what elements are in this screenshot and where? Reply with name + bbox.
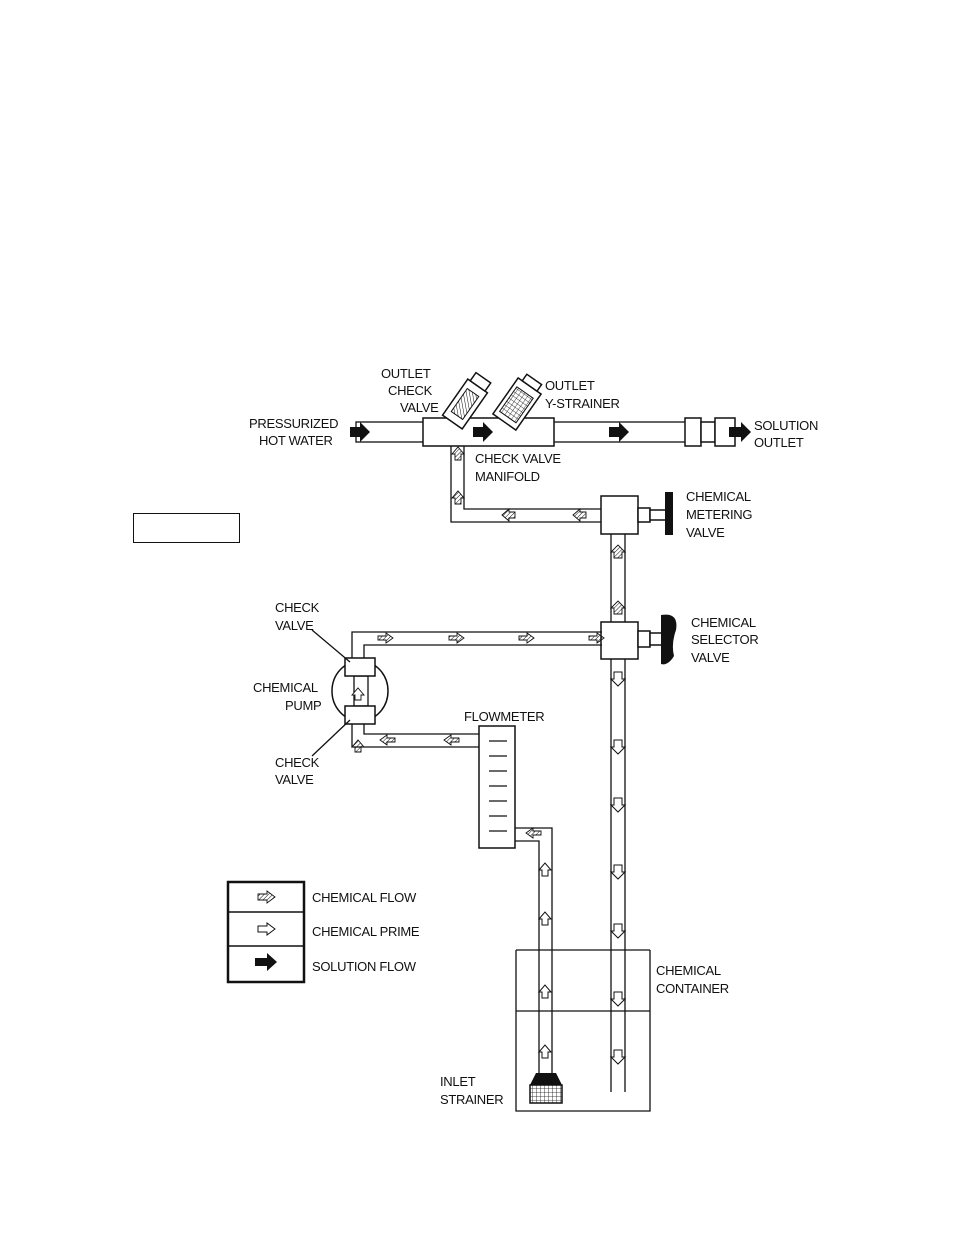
hatched-arrow-icon xyxy=(449,633,464,643)
label-outlet-check-valve-3: VALVE xyxy=(400,400,439,415)
outline-arrow-icon xyxy=(611,992,625,1006)
label-chemical-pump-2: PUMP xyxy=(285,698,321,713)
hatched-arrow-icon xyxy=(452,447,464,460)
outline-arrow-icon xyxy=(611,1050,625,1064)
labels: PRESSURIZED HOT WATER OUTLET CHECK VALVE… xyxy=(249,366,818,1107)
pump-suction-line xyxy=(352,724,480,747)
label-pressurized-hot-water-1: PRESSURIZED xyxy=(249,416,338,431)
inlet-strainer xyxy=(530,1073,562,1103)
label-chemical-selector-valve-3: VALVE xyxy=(691,650,730,665)
legend-label-solution-flow: SOLUTION FLOW xyxy=(312,959,417,974)
hatched-arrow-icon xyxy=(526,828,541,838)
hatched-arrow-icon xyxy=(611,601,625,614)
label-check-valve-manifold-1: CHECK VALVE xyxy=(475,451,561,466)
label-check-valve-bottom-2: VALVE xyxy=(275,772,314,787)
hatched-arrow-icon xyxy=(611,545,625,558)
chemical-metering-valve xyxy=(601,492,673,535)
outline-arrow-icon xyxy=(611,740,625,754)
label-outlet-y-strainer-1: OUTLET xyxy=(545,378,595,393)
legend: CHEMICAL FLOW CHEMICAL PRIME SOLUTION FL… xyxy=(228,882,420,982)
main-vertical-line xyxy=(611,534,625,1092)
label-check-valve-top-1: CHECK xyxy=(275,600,320,615)
label-check-valve-bottom-1: CHECK xyxy=(275,755,320,770)
hatched-arrow-icon xyxy=(452,491,464,504)
hatched-arrow-icon xyxy=(502,509,515,521)
label-flowmeter: FLOWMETER xyxy=(464,709,544,724)
label-solution-outlet-2: OUTLET xyxy=(754,435,804,450)
label-chemical-container-2: CONTAINER xyxy=(656,981,729,996)
outline-arrow-icon xyxy=(611,924,625,938)
label-outlet-y-strainer-2: Y-STRAINER xyxy=(545,396,620,411)
label-check-valve-top-2: VALVE xyxy=(275,618,314,633)
outline-arrow-icon xyxy=(539,863,551,876)
label-chemical-container-1: CHEMICAL xyxy=(656,963,721,978)
label-chemical-pump-1: CHEMICAL xyxy=(253,680,318,695)
legend-label-chemical-flow: CHEMICAL FLOW xyxy=(312,890,417,905)
label-chemical-metering-valve-1: CHEMICAL xyxy=(686,489,751,504)
check-valve-top xyxy=(345,658,375,676)
hatched-arrow-icon xyxy=(573,509,586,521)
label-check-valve-manifold-2: MANIFOLD xyxy=(475,469,540,484)
hatched-arrow-icon xyxy=(378,633,393,643)
chemical-selector-valve xyxy=(601,615,676,665)
flowmeter xyxy=(479,726,515,848)
label-chemical-selector-valve-1: CHEMICAL xyxy=(691,615,756,630)
outline-arrow-icon xyxy=(539,1045,551,1058)
hatched-arrow-icon xyxy=(444,735,459,745)
outline-arrow-icon xyxy=(539,912,551,925)
hatched-arrow-icon xyxy=(380,735,395,745)
outline-arrow-icon xyxy=(611,672,625,686)
outline-arrow-icon xyxy=(539,985,551,998)
outlet-coupling-a xyxy=(685,418,701,446)
label-outlet-check-valve-1: OUTLET xyxy=(381,366,431,381)
legend-label-chemical-prime: CHEMICAL PRIME xyxy=(312,924,420,939)
label-chemical-selector-valve-2: SELECTOR xyxy=(691,632,758,647)
outline-arrow-icon xyxy=(611,865,625,879)
label-chemical-metering-valve-3: VALVE xyxy=(686,525,725,540)
label-pressurized-hot-water-2: HOT WATER xyxy=(259,433,333,448)
label-outlet-check-valve-2: CHECK xyxy=(388,383,433,398)
label-inlet-strainer-2: STRAINER xyxy=(440,1092,503,1107)
hatched-arrow-icon xyxy=(352,740,364,752)
hatched-arrow-icon xyxy=(519,633,534,643)
outline-arrow-icon xyxy=(611,798,625,812)
label-inlet-strainer-1: INLET xyxy=(440,1074,476,1089)
label-solution-outlet-1: SOLUTION xyxy=(754,418,818,433)
label-chemical-metering-valve-2: METERING xyxy=(686,507,752,522)
